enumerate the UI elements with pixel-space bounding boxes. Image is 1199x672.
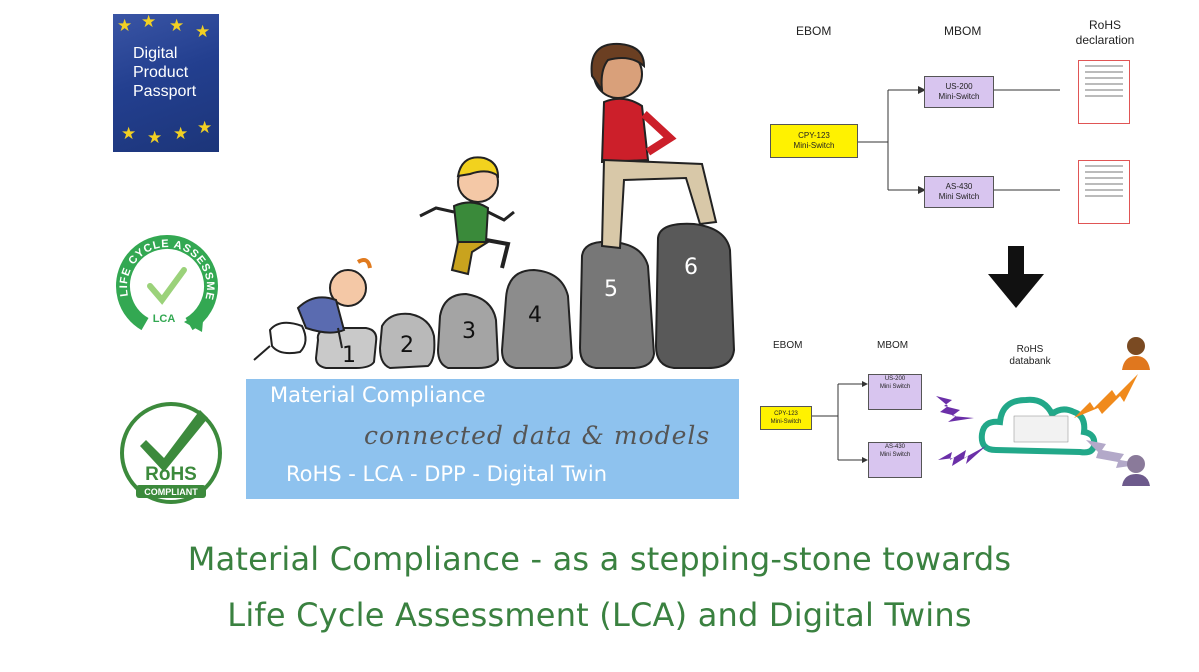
stepping-stones-illustration: 1 2 3 4 5 6 [253,42,736,370]
rohs-declaration-document-icon [1078,160,1130,224]
lightning-icon [938,446,986,466]
stone-number-1: 1 [342,343,356,368]
eu-star-icon: ★ [197,118,213,138]
top-ebom-box-line: CPY-123 [798,131,830,140]
bottom-ebom-label: EBOM [773,340,803,351]
stone-number-3: 3 [462,319,476,344]
bottom-rohs-label-line: RoHS [1016,344,1044,355]
eu-star-icon: ★ [195,22,211,42]
topic-tags: RoHS - LCA - DPP - Digital Twin [286,462,608,486]
stone-3 [436,292,500,369]
stone-number-6: 6 [684,255,698,280]
bottom-mbom-box-2: AS-430 Mini Switch [868,442,922,478]
stone-number-2: 2 [400,333,414,358]
baby-figure [253,258,372,361]
check-icon [147,267,187,305]
check-icon [140,410,208,472]
lca-logo: LIFE CYCLE ASSESSMENT LCA [112,234,218,334]
user-avatar-icon [1122,455,1150,486]
stone-number-4: 4 [528,303,542,328]
stone-4 [500,268,574,369]
rohs-databank-cloud-illustration [936,337,1150,486]
eu-star-icon: ★ [117,16,133,36]
down-arrow-icon [988,246,1044,308]
eu-star-icon: ★ [169,16,185,36]
bottom-mbom-box-line: Mini Switch [879,452,911,458]
top-rohs-label-line: declaration [1075,33,1135,47]
top-rohs-declaration-label: RoHS declaration [1060,18,1150,48]
top-mbom-box-line: Mini Switch [938,192,980,201]
eu-star-icon: ★ [141,12,157,32]
top-mbom-box-line: Mini-Switch [938,92,980,101]
lightning-icon [1086,440,1144,468]
bottom-rohs-databank-label: RoHS databank [1000,344,1060,368]
top-mbom-box-1: US-200 Mini-Switch [924,76,994,108]
lightning-icon [936,396,974,422]
top-ebom-box-line: Mini-Switch [793,141,835,150]
top-mbom-box-2: AS-430 Mini Switch [924,176,994,208]
boy-figure [419,156,515,276]
digital-product-passport-logo: ★ ★ ★ ★ ★ ★ ★ ★ Digital Product Passport [113,14,219,152]
main-heading-line-1: Material Compliance - as a stepping-ston… [187,540,1012,578]
stone-2 [378,312,436,370]
stone-5 [578,240,656,369]
eu-star-icon: ★ [121,124,137,144]
eu-star-icon: ★ [173,124,189,144]
bottom-diagram-connectors [810,381,868,463]
lca-ring-icon [116,235,218,334]
woman-figure [590,42,718,250]
bottom-mbom-box-1: US-200 Mini Switch [868,374,922,410]
material-compliance-title: Material Compliance [270,383,486,407]
bottom-rohs-label-line: databank [1009,356,1051,367]
rohs-compliant-logo: RoHS COMPLIANT [120,402,222,504]
bottom-ebom-box: CPY-123 Mini-Switch [760,406,812,430]
lightning-icon [1074,374,1138,418]
bottom-ebom-box-line: Mini-Switch [770,419,802,425]
top-ebom-box: CPY-123 Mini-Switch [770,124,858,158]
stone-number-5: 5 [604,277,618,302]
user-avatar-icon [1122,337,1150,370]
connected-data-subtitle: connected data & models [364,421,711,450]
rohs-sub-text: COMPLIANT [144,487,198,497]
databank-table-icon [1013,415,1069,443]
rohs-banner [136,485,206,498]
top-mbom-box-line: AS-430 [945,182,973,191]
bottom-mbom-box-line: US-200 [884,376,906,382]
top-ebom-label: EBOM [796,24,832,38]
top-mbom-box-line: US-200 [945,82,973,91]
rohs-declaration-document-icon [1078,60,1130,124]
dpp-text-line: Passport [133,83,197,100]
lca-arrow-icon [184,310,204,332]
top-mbom-label: MBOM [944,24,982,38]
bottom-ebom-box-line: CPY-123 [774,411,798,417]
top-rohs-label-line: RoHS [1088,18,1121,32]
material-compliance-box: Material Compliance connected data & mod… [246,379,739,499]
lca-ring-text: LIFE CYCLE ASSESSMENT [112,234,216,302]
dpp-text-line: Product [133,64,189,81]
bottom-mbom-label: MBOM [877,340,909,351]
main-heading-line-2: Life Cycle Assessment (LCA) and Digital … [227,596,972,634]
dpp-text-line: Digital [133,45,178,62]
top-diagram-connectors [858,86,1060,194]
stone-6 [654,222,736,369]
eu-star-icon: ★ [147,128,163,148]
dpp-logo-text: Digital Product Passport [133,44,196,101]
bottom-mbom-box-line: AS-430 [884,444,905,450]
bottom-mbom-box-line: Mini Switch [879,384,911,390]
lca-center-text: LCA [153,313,176,325]
rohs-main-text: RoHS [145,464,197,485]
